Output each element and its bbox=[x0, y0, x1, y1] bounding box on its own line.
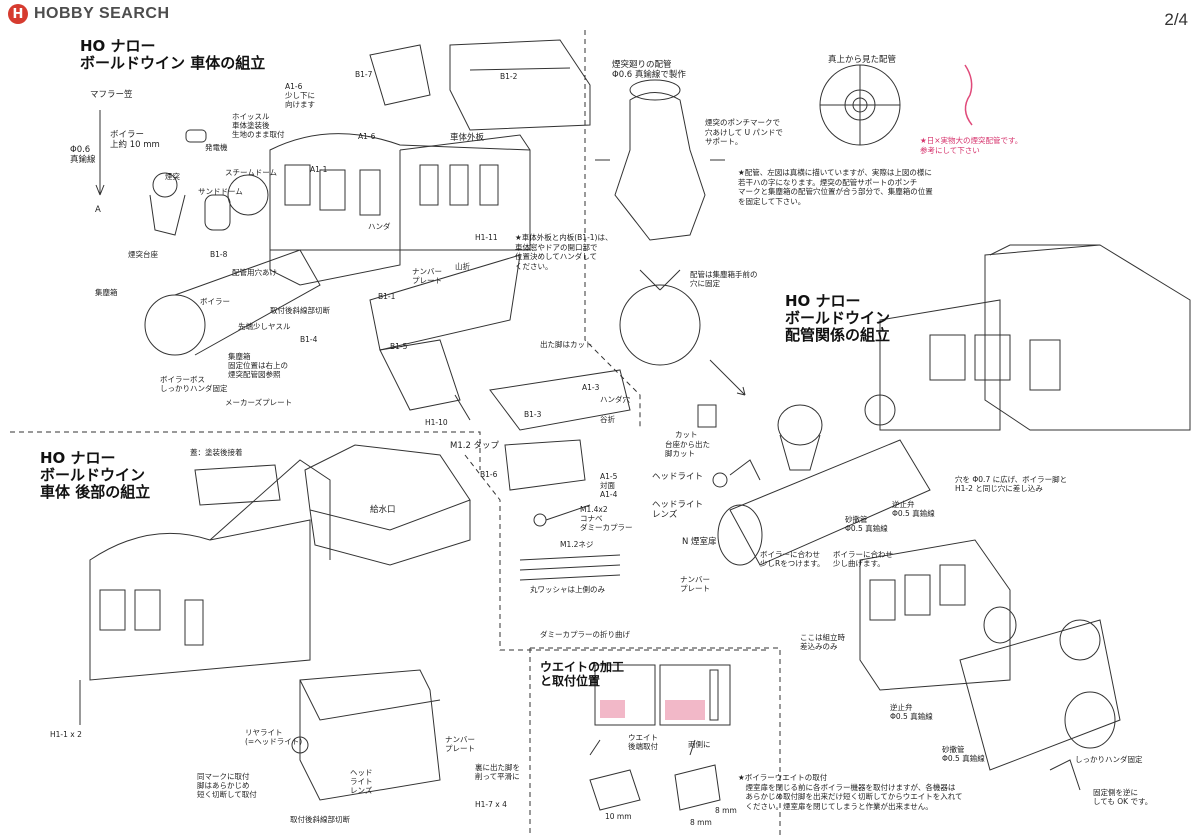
file-tip-label: 先端少しヤスル bbox=[238, 322, 291, 331]
same-mark-note: 同マークに取付 脚はあらかじめ 短く切断して取付 bbox=[197, 772, 257, 799]
both-sides-label: 両側に bbox=[688, 740, 711, 749]
sand-pipe-label-2: 砂撒管 Φ0.5 真鍮線 bbox=[942, 745, 985, 763]
m14-coupler-label: M1.4x2 コナベ ダミーカプラー bbox=[580, 505, 633, 532]
number-plate-label-1: ナンバー プレート bbox=[412, 267, 442, 285]
solder-label-1: ハンダ bbox=[368, 222, 391, 231]
valley-fold-label-1: 谷折 bbox=[600, 415, 615, 424]
dim-8mm-a: 8 mm bbox=[690, 818, 712, 827]
weight-position-label: ウエイト 後端取付 bbox=[628, 733, 658, 751]
steam-dome-label: スチームドーム bbox=[225, 168, 278, 177]
part-a16-label: A1-6 bbox=[358, 132, 376, 141]
a16-note-label: A1-6 少し下に 向けます bbox=[285, 82, 315, 109]
dim-8mm-b: 8 mm bbox=[715, 806, 737, 815]
dim-10mm: 10 mm bbox=[605, 812, 632, 821]
body-assembly-title: HO ナロー ボールドウイン 車体の組立 bbox=[80, 37, 266, 72]
pipe-hole-label: 配管用穴あけ bbox=[232, 268, 277, 277]
maker-plate-label: メーカーズプレート bbox=[225, 398, 293, 407]
logo-text: HOBBY SEARCH bbox=[34, 5, 170, 22]
boiler-weight-note: ★ボイラーウエイトの取付 煙室扉を閉じる前に各ボイラー機器を取付けますが、各機器… bbox=[738, 773, 963, 811]
check-valve-label-1: 逆止弁 Φ0.5 真鍮線 bbox=[892, 500, 935, 518]
whistle-label: ホイッスル 車体塗装後 生地のまま取付 bbox=[232, 112, 285, 139]
chimney-base-label: 煙突台座 bbox=[128, 250, 158, 259]
headlight-lens-label: ヘッドライト レンズ bbox=[652, 500, 704, 520]
boiler-boss-label: ボイラーボス しっかりハンダ固定 bbox=[160, 375, 228, 393]
insert-only-note: ここは組立時 差込みのみ bbox=[800, 633, 845, 651]
boiler-match-label-1: ボイラーに合わせ 少しRをつけます。 bbox=[760, 550, 825, 568]
part-b17-label: B1-7 bbox=[355, 70, 373, 79]
smokebox-fix-label: 集塵箱 固定位置は右上の 煙突配管図参照 bbox=[228, 352, 288, 379]
part-b18-label: B1-8 bbox=[210, 250, 228, 259]
part-a-label: A bbox=[95, 205, 101, 215]
sand-dome-label: サンドドーム bbox=[198, 187, 243, 196]
hole-widen-note: 穴を Φ0.7 に広げ、ボイラー脚と H1-2 と同じ穴に差し込み bbox=[955, 475, 1068, 493]
part-h111-label: H1-11 bbox=[475, 233, 498, 242]
smokebox-door-label: N 煙室扉 bbox=[682, 537, 717, 547]
solder-fix-label: しっかりハンダ固定 bbox=[1075, 755, 1143, 764]
number-plate-label-2: ナンバー プレート bbox=[680, 575, 710, 593]
cut-label: カット bbox=[675, 430, 698, 439]
a15-label: A1-5 対面 A1-4 bbox=[600, 472, 618, 499]
boiler-label: ボイラー bbox=[200, 297, 230, 306]
h17-label: H1-7 x 4 bbox=[475, 800, 507, 809]
rear-light-label: リヤライト (=ヘッドライト) bbox=[245, 728, 303, 746]
h11-label: H1-1 x 2 bbox=[50, 730, 82, 739]
m12-screw-label: M1.2ネジ bbox=[560, 540, 594, 549]
weight-title: ウエイトの加工 と取付位置 bbox=[540, 660, 625, 688]
sand-pipe-label-1: 砂撒管 Φ0.5 真鍮線 bbox=[845, 515, 888, 533]
wire-06-label: Φ0.6 真鍮線 bbox=[70, 145, 96, 165]
front-fix-label: 配管は集塵箱手前の 穴に固定 bbox=[690, 270, 758, 288]
part-b11-label: B1-1 bbox=[378, 292, 396, 301]
rear-light-lens-label: ヘッド ライト レンズ bbox=[350, 768, 373, 795]
flatten-note: 裏に出た脚を 削って平滑に bbox=[475, 763, 520, 781]
part-b14-label: B1-4 bbox=[300, 335, 318, 344]
cut-note-label: 台座から出た 脚カット bbox=[665, 440, 710, 458]
chimney-pipe-label: 煙突廻りの配管 Φ0.6 真鍮線で製作 bbox=[612, 60, 686, 80]
water-inlet-label: 給水口 bbox=[370, 505, 396, 515]
logo-mark-icon: H bbox=[8, 4, 28, 24]
washer-label: 丸ワッシャは上側のみ bbox=[530, 585, 605, 594]
m12-tap-label: M1.2 タップ bbox=[450, 441, 500, 451]
cut-rear-label: 取付後斜線部切断 bbox=[270, 306, 330, 315]
rear-body-title: HO ナロー ボールドウイン 車体 後部の組立 bbox=[40, 449, 151, 501]
solder-hole-label: ハンダ穴 bbox=[600, 395, 630, 404]
page-indicator: 2/4 bbox=[1164, 10, 1188, 29]
boiler-up-label: ボイラー 上約 10 mm bbox=[110, 130, 160, 150]
number-plate-label-3: ナンバー プレート bbox=[445, 735, 475, 753]
lid-note: 蓋：塗装後接着 bbox=[190, 448, 243, 457]
cut-after-label: 取付後斜線部切断 bbox=[290, 815, 350, 824]
pipe-note: ★配管、左図は真横に描いていますが、実際は上図の様に 若干ハの字になります。煙突… bbox=[738, 168, 933, 206]
muffler-label: マフラー笠 bbox=[90, 90, 133, 100]
cut-leg-label: 出た脚はカット bbox=[540, 340, 593, 349]
part-a11-label: A1-1 bbox=[310, 165, 328, 174]
piping-title: HO ナロー ボールドウイン 配管関係の組立 bbox=[785, 292, 891, 344]
check-valve-label-2: 逆止弁 Φ0.5 真鍮線 bbox=[890, 703, 933, 721]
part-h110-label: H1-10 bbox=[425, 418, 448, 427]
chimney-label: 煙突 bbox=[165, 172, 180, 181]
top-view-label: 真上から見た配管 bbox=[828, 55, 897, 65]
reverse-ok-label: 固定側を逆に しても OK です。 bbox=[1093, 788, 1153, 806]
part-a13-label: A1-3 bbox=[582, 383, 600, 392]
smokebox-label: 集塵箱 bbox=[95, 288, 118, 297]
part-b13-label: B1-3 bbox=[524, 410, 542, 419]
part-b12-label: B1-2 bbox=[500, 72, 518, 81]
star-note-outer-plate: ★車体外板と内板(B1-1)は、 車体窓やドアの開口部で 位置決めしてハンダして… bbox=[515, 233, 613, 271]
headlight-label: ヘッドライト bbox=[652, 472, 704, 482]
boiler-match-label-2: ボイラーに合わせ 少し曲げます。 bbox=[833, 550, 893, 568]
coupler-fold-label: ダミーカプラーの折り曲げ bbox=[540, 630, 630, 639]
dynamo-label: 発電機 bbox=[205, 143, 228, 152]
hobby-search-logo: H HOBBY SEARCH bbox=[8, 4, 170, 24]
mountain-fold-label-1: 山折 bbox=[455, 262, 470, 271]
part-b16-label: B1-6 bbox=[480, 470, 498, 479]
part-b15-label: B1-5 bbox=[390, 342, 408, 351]
red-pipe-note: ★日×実物大の煙突配管です。 参考にして下さい bbox=[920, 136, 1023, 155]
outer-plate-label: 車体外板 bbox=[450, 133, 485, 143]
punch-note: 煙突のポンチマークで 穴あけして U パンドで サポート。 bbox=[705, 118, 783, 146]
